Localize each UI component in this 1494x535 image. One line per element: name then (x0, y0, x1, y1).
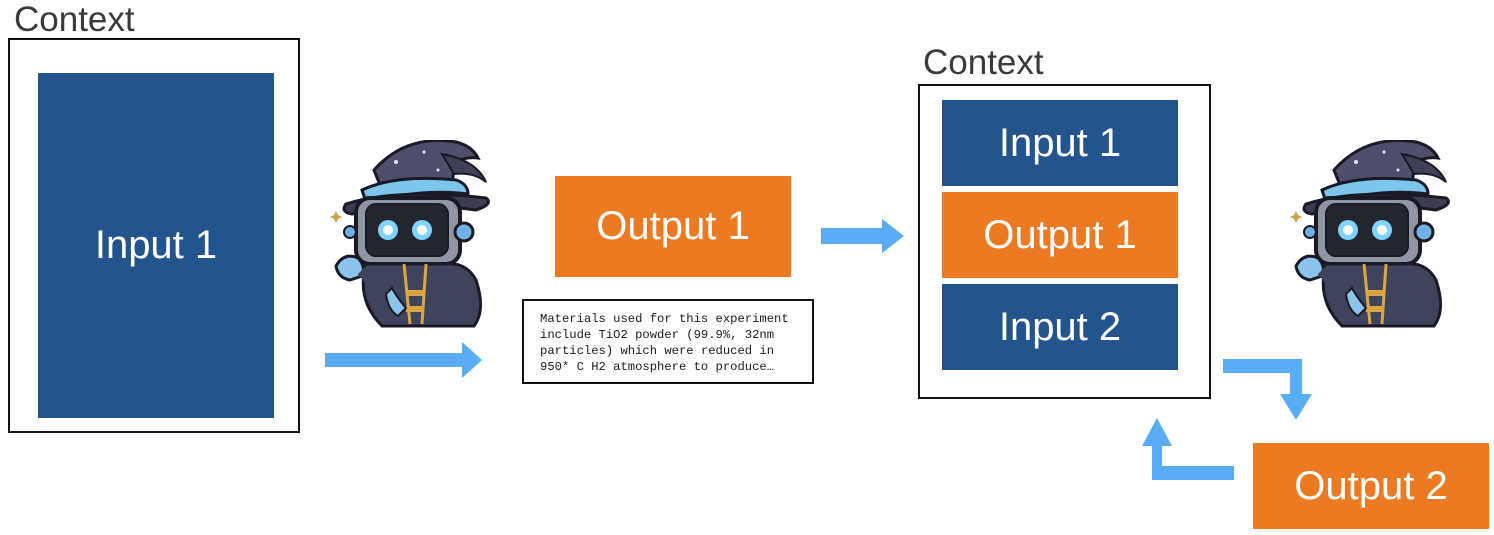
arrow-right-icon (325, 342, 482, 378)
sparkle-icon (330, 211, 342, 223)
stack-output-1: Output 1 (942, 192, 1178, 278)
sparkle-icon (1290, 211, 1302, 223)
wizard-robot-icon (330, 140, 490, 328)
sample-text-line: particles) which were reduced in (540, 344, 775, 358)
arrow-right-icon (821, 219, 904, 253)
sample-text-line: include TiO2 powder (99.9%, 32nm (540, 328, 775, 342)
stack-input-1: Input 1 (942, 100, 1178, 186)
output-sample-text: Materials used for this experiment inclu… (522, 299, 814, 384)
output-1-block: Output 1 (555, 176, 791, 277)
sample-text-line: 950* C H2 atmosphere to produce… (540, 360, 775, 374)
wizard-robot-icon (1290, 140, 1450, 328)
arrow-elbow-down-icon (1223, 359, 1312, 420)
output-2-block: Output 2 (1253, 443, 1489, 529)
sample-text-line: Materials used for this experiment (540, 312, 789, 326)
stack-input-2: Input 2 (942, 284, 1178, 370)
context-label-left: Context (14, 0, 135, 39)
input-1-block-left: Input 1 (38, 73, 274, 418)
context-label-right: Context (923, 43, 1044, 82)
arrow-elbow-up-icon (1142, 418, 1234, 480)
